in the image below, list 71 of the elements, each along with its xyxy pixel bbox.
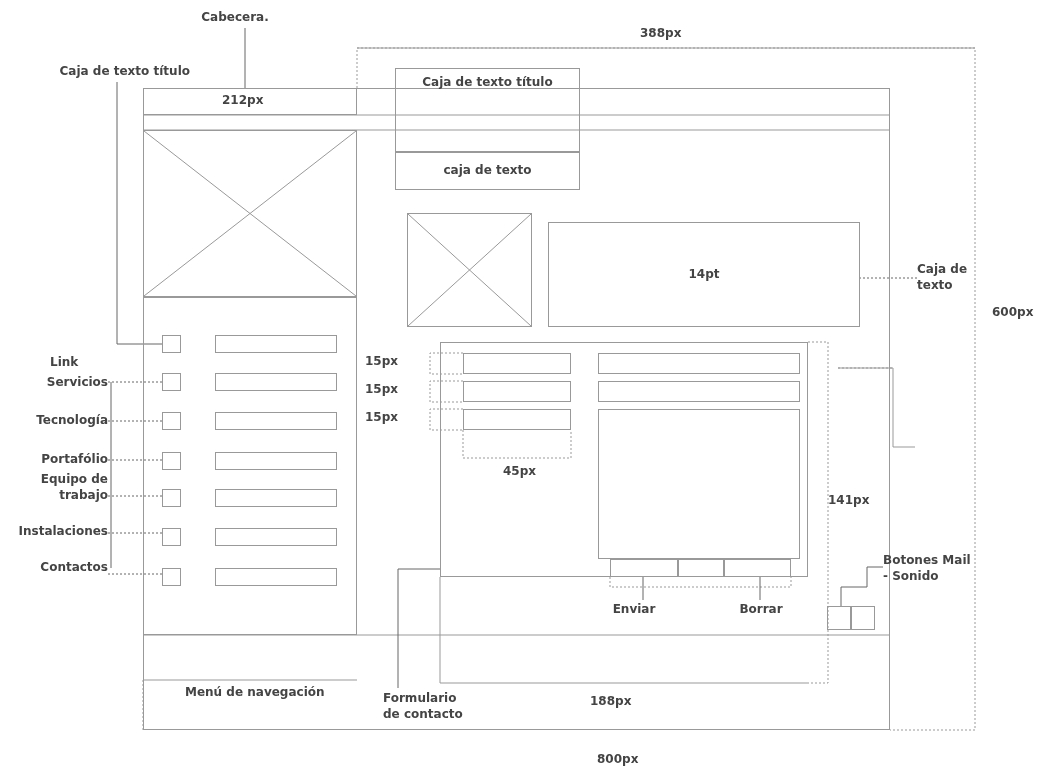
button-placeholder bbox=[610, 559, 678, 577]
text-area bbox=[598, 409, 800, 559]
input-field bbox=[463, 353, 571, 374]
leader-line bbox=[107, 381, 163, 383]
callout-label: Menú de navegación bbox=[185, 685, 325, 699]
callout-label: Caja de texto bbox=[917, 258, 979, 298]
button-placeholder bbox=[851, 606, 875, 630]
callout-label: Enviar bbox=[608, 600, 660, 620]
link-field bbox=[215, 568, 337, 586]
input-field bbox=[598, 353, 800, 374]
link-field bbox=[215, 412, 337, 430]
checkbox bbox=[162, 412, 181, 430]
menu-panel bbox=[143, 297, 357, 635]
leader-line bbox=[840, 566, 884, 607]
link-field bbox=[215, 528, 337, 546]
callout-label: Borrar bbox=[733, 600, 789, 620]
leader-line bbox=[642, 576, 644, 601]
dimension-label: 15px bbox=[365, 354, 399, 368]
link-field bbox=[215, 489, 337, 507]
checkbox bbox=[162, 373, 181, 391]
callout-label: Cabecera. bbox=[195, 8, 275, 28]
header-box bbox=[143, 88, 357, 115]
input-field bbox=[463, 409, 571, 430]
button-placeholder bbox=[724, 559, 791, 577]
leader-line bbox=[107, 495, 163, 497]
leader-line bbox=[107, 532, 163, 534]
text-box: caja de texto bbox=[395, 152, 580, 190]
checkbox bbox=[162, 528, 181, 546]
callout-label: Botones Mail - Sonido bbox=[883, 549, 973, 589]
callout-label: Caja de texto título bbox=[40, 62, 190, 82]
leader-line bbox=[107, 420, 163, 422]
leader-line bbox=[116, 81, 163, 345]
link-field bbox=[215, 335, 337, 353]
callout-label: Contactos bbox=[28, 558, 108, 578]
input-field bbox=[598, 381, 800, 402]
link-field bbox=[215, 373, 337, 391]
leader-line bbox=[759, 576, 761, 601]
link-field bbox=[215, 452, 337, 470]
callout-label: Tecnología bbox=[26, 411, 108, 431]
dimension-label: 141px bbox=[828, 493, 870, 507]
dimension-label: 188px bbox=[590, 694, 632, 708]
contact-form-panel bbox=[440, 342, 808, 577]
checkbox bbox=[162, 452, 181, 470]
checkbox bbox=[162, 568, 181, 586]
callout-label: Instalaciones bbox=[4, 522, 108, 542]
dimension-label: 15px bbox=[365, 382, 399, 396]
leader-line bbox=[397, 568, 441, 689]
leader-line bbox=[244, 27, 246, 89]
text-box: Caja de texto título bbox=[395, 68, 580, 152]
callout-label: Formulario de contacto bbox=[383, 688, 463, 726]
checkbox bbox=[162, 489, 181, 507]
dimension-label: 45px bbox=[503, 464, 537, 478]
dimension-label: 600px bbox=[992, 305, 1034, 319]
button-placeholder bbox=[827, 606, 851, 630]
leader-line bbox=[859, 277, 918, 279]
dimension-label: 212px bbox=[222, 93, 264, 107]
image-placeholder bbox=[407, 213, 532, 327]
dimension-label: 800px bbox=[597, 752, 639, 766]
input-field bbox=[463, 381, 571, 402]
callout-label: Servicios bbox=[40, 373, 108, 393]
button-placeholder bbox=[678, 559, 724, 577]
group-label: Link bbox=[50, 355, 79, 369]
dimension-label: 15px bbox=[365, 410, 399, 424]
leader-line bbox=[107, 459, 163, 461]
dimension-label: 388px bbox=[640, 26, 682, 40]
leader-line bbox=[107, 573, 163, 575]
checkbox bbox=[162, 335, 181, 353]
image-placeholder bbox=[143, 130, 357, 297]
callout-label: Portafólio bbox=[30, 450, 108, 470]
text-box: 14pt bbox=[548, 222, 860, 327]
callout-label: Equipo de trabajo bbox=[34, 469, 108, 507]
